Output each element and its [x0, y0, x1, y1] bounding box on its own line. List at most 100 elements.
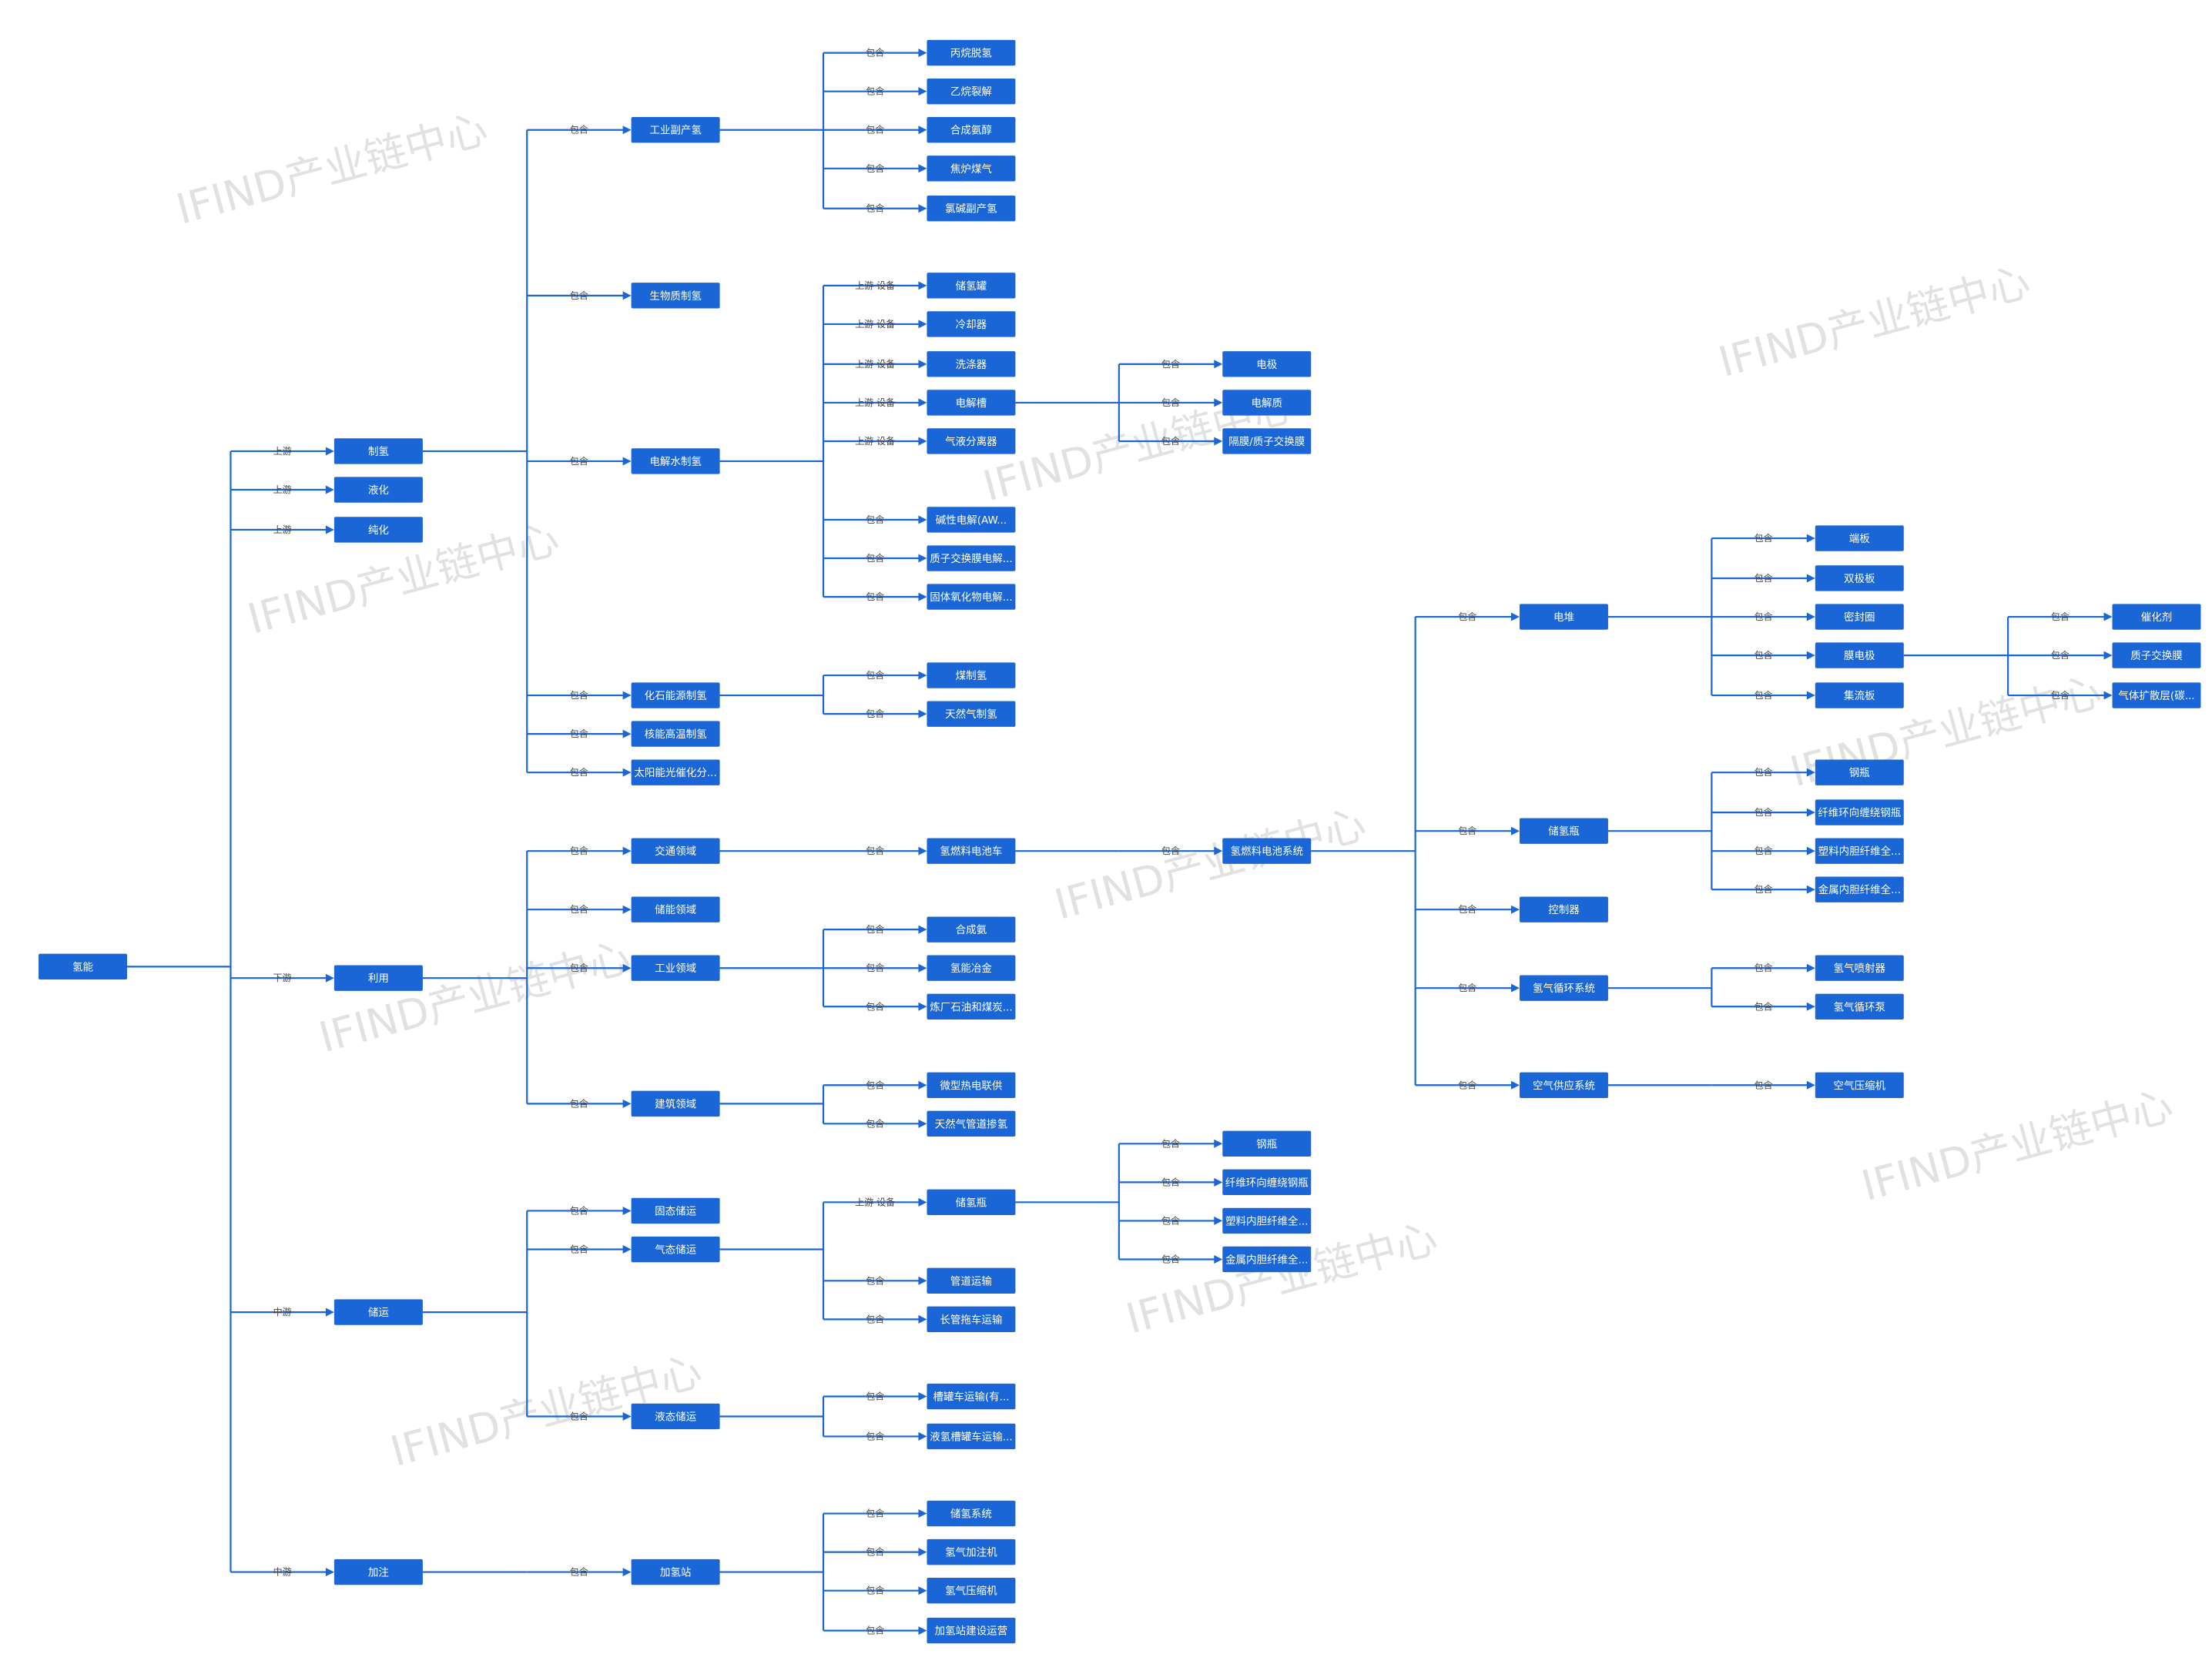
- node-n22[interactable]: 乙烷裂解: [927, 78, 1016, 105]
- node-box[interactable]: [927, 1578, 1016, 1604]
- node-box[interactable]: [927, 351, 1016, 377]
- node-n73[interactable]: 氢气喷射器: [1815, 955, 1904, 981]
- node-n62[interactable]: 氢气循环系统: [1519, 975, 1608, 1001]
- node-box[interactable]: [1815, 759, 1904, 785]
- node-n75[interactable]: 空气压缩机: [1815, 1072, 1904, 1098]
- node-box[interactable]: [631, 955, 720, 981]
- node-box[interactable]: [631, 1559, 720, 1585]
- node-n12[interactable]: 太阳能光催化分...: [631, 759, 720, 785]
- node-box[interactable]: [1815, 604, 1904, 630]
- node-n33[interactable]: 固体氧化物电解...: [927, 584, 1016, 610]
- node-box[interactable]: [1222, 1246, 1312, 1273]
- node-n64[interactable]: 端板: [1815, 525, 1904, 551]
- node-n54[interactable]: 氢燃料电池系统: [1222, 838, 1312, 864]
- node-n3[interactable]: 纯化: [333, 517, 423, 543]
- node-n58[interactable]: 金属内胆纤维全...: [1222, 1246, 1312, 1273]
- node-box[interactable]: [927, 1617, 1016, 1644]
- node-n10[interactable]: 化石能源制氢: [631, 682, 720, 708]
- node-n52[interactable]: 电解质: [1222, 390, 1312, 416]
- node-box[interactable]: [631, 682, 720, 708]
- node-n0[interactable]: 氢能: [39, 953, 128, 980]
- node-n69[interactable]: 钢瓶: [1815, 759, 1904, 785]
- node-n11[interactable]: 核能高温制氢: [631, 721, 720, 747]
- node-box[interactable]: [1222, 1169, 1312, 1196]
- node-box[interactable]: [1815, 955, 1904, 981]
- node-n41[interactable]: 天然气管道掺氢: [927, 1110, 1016, 1137]
- node-n23[interactable]: 合成氨醇: [927, 117, 1016, 143]
- node-n43[interactable]: 管道运输: [927, 1267, 1016, 1294]
- node-n4[interactable]: 利用: [333, 965, 423, 991]
- node-box[interactable]: [927, 993, 1016, 1019]
- node-n47[interactable]: 储氢系统: [927, 1500, 1016, 1527]
- node-box[interactable]: [927, 701, 1016, 727]
- node-n38[interactable]: 氢能冶金: [927, 955, 1016, 981]
- node-n56[interactable]: 纤维环向缠绕钢瓶: [1222, 1169, 1312, 1196]
- node-box[interactable]: [631, 759, 720, 785]
- node-box[interactable]: [333, 438, 423, 464]
- node-n7[interactable]: 工业副产氢: [631, 117, 720, 143]
- node-box[interactable]: [927, 196, 1016, 222]
- node-n68[interactable]: 集流板: [1815, 682, 1904, 708]
- node-n13[interactable]: 交通领域: [631, 838, 720, 864]
- node-n18[interactable]: 气态储运: [631, 1236, 720, 1263]
- node-box[interactable]: [1815, 838, 1904, 864]
- node-n32[interactable]: 质子交换膜电解...: [927, 545, 1016, 571]
- node-n77[interactable]: 质子交换膜: [2112, 642, 2201, 668]
- node-box[interactable]: [1519, 975, 1608, 1001]
- node-box[interactable]: [333, 1299, 423, 1325]
- node-box[interactable]: [927, 311, 1016, 337]
- node-n74[interactable]: 氢气循环泵: [1815, 993, 1904, 1019]
- node-box[interactable]: [1815, 799, 1904, 825]
- node-box[interactable]: [333, 517, 423, 543]
- node-box[interactable]: [927, 1072, 1016, 1098]
- node-box[interactable]: [927, 545, 1016, 571]
- node-box[interactable]: [927, 1189, 1016, 1216]
- node-box[interactable]: [927, 156, 1016, 182]
- node-box[interactable]: [333, 477, 423, 503]
- node-n31[interactable]: 碱性电解(AW...: [927, 507, 1016, 533]
- node-box[interactable]: [927, 117, 1016, 143]
- node-n34[interactable]: 煤制氢: [927, 662, 1016, 688]
- node-n24[interactable]: 焦炉煤气: [927, 156, 1016, 182]
- node-box[interactable]: [1222, 1207, 1312, 1234]
- node-n78[interactable]: 气体扩散层(碳...: [2112, 682, 2201, 708]
- node-box[interactable]: [2112, 604, 2201, 630]
- node-box[interactable]: [1222, 838, 1312, 864]
- node-box[interactable]: [927, 1383, 1016, 1410]
- node-n15[interactable]: 工业领域: [631, 955, 720, 981]
- node-box[interactable]: [631, 896, 720, 922]
- node-n21[interactable]: 丙烷脱氢: [927, 39, 1016, 66]
- node-n39[interactable]: 炼厂石油和煤炭...: [927, 993, 1016, 1019]
- node-n27[interactable]: 冷却器: [927, 311, 1016, 337]
- node-n28[interactable]: 洗涤器: [927, 351, 1016, 377]
- node-box[interactable]: [1222, 428, 1312, 454]
- node-box[interactable]: [927, 955, 1016, 981]
- node-n61[interactable]: 控制器: [1519, 896, 1608, 922]
- node-box[interactable]: [631, 838, 720, 864]
- node-n46[interactable]: 液氢槽罐车运输...: [927, 1423, 1016, 1450]
- node-n66[interactable]: 密封圈: [1815, 604, 1904, 630]
- node-box[interactable]: [927, 428, 1016, 454]
- node-n49[interactable]: 氢气压缩机: [927, 1578, 1016, 1604]
- node-n19[interactable]: 液态储运: [631, 1403, 720, 1430]
- node-box[interactable]: [927, 78, 1016, 105]
- node-n72[interactable]: 金属内胆纤维全...: [1815, 876, 1904, 902]
- node-n55[interactable]: 钢瓶: [1222, 1130, 1312, 1157]
- node-box[interactable]: [1815, 525, 1904, 551]
- node-box[interactable]: [631, 117, 720, 143]
- node-n2[interactable]: 液化: [333, 477, 423, 503]
- node-n59[interactable]: 电堆: [1519, 604, 1608, 630]
- node-n37[interactable]: 合成氨: [927, 916, 1016, 942]
- node-n20[interactable]: 加氢站: [631, 1559, 720, 1585]
- node-n36[interactable]: 氢燃料电池车: [927, 838, 1016, 864]
- node-n8[interactable]: 生物质制氢: [631, 283, 720, 309]
- node-box[interactable]: [631, 283, 720, 309]
- node-n14[interactable]: 储能领域: [631, 896, 720, 922]
- node-box[interactable]: [927, 1110, 1016, 1137]
- node-box[interactable]: [333, 965, 423, 991]
- node-box[interactable]: [927, 916, 1016, 942]
- node-box[interactable]: [1222, 351, 1312, 377]
- node-n29[interactable]: 电解槽: [927, 390, 1016, 416]
- node-n35[interactable]: 天然气制氢: [927, 701, 1016, 727]
- node-box[interactable]: [1815, 682, 1904, 708]
